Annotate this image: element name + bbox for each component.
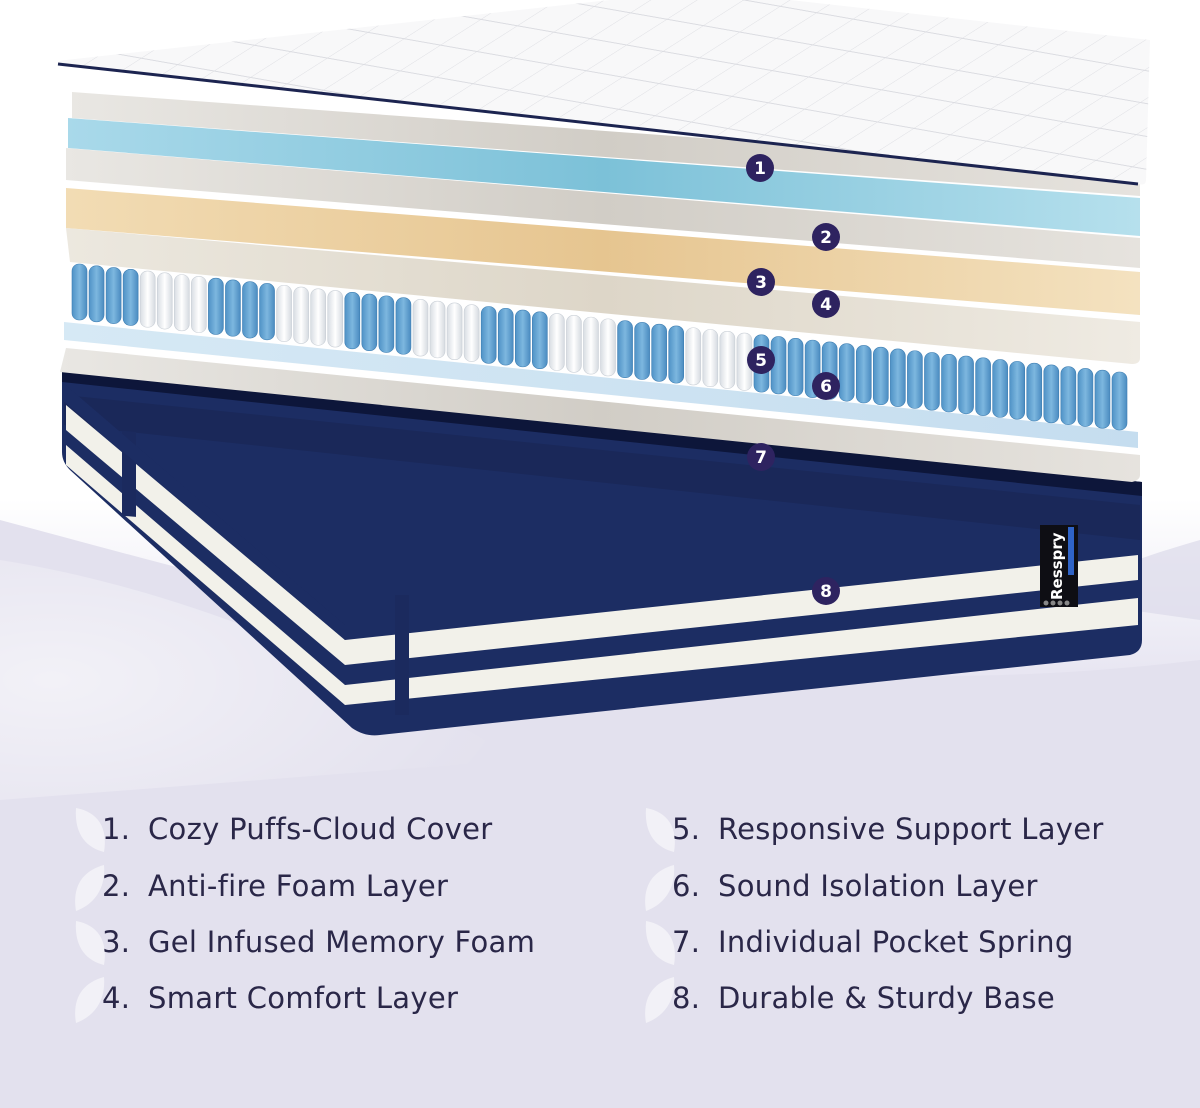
- legend-item-8: 8. Durable & Sturdy Base: [645, 977, 1056, 1023]
- legend-item-7: 7. Individual Pocket Spring: [645, 921, 1074, 965]
- layer-number-badges: 1 2 3 4 5 6 7 8: [746, 154, 840, 605]
- layer-badge-3: 3: [747, 268, 775, 296]
- layer-badge-6: 6: [812, 372, 840, 400]
- leaf-icon: [75, 921, 105, 965]
- legend-number: 8.: [672, 981, 701, 1015]
- legend-number: 7.: [672, 925, 701, 959]
- legend-item-3: 3. Gel Infused Memory Foam: [75, 921, 536, 965]
- legend-label: Individual Pocket Spring: [718, 925, 1074, 959]
- legend-label: Anti-fire Foam Layer: [148, 869, 449, 903]
- layer-legend: 1. Cozy Puffs-Cloud Cover 2. Anti-fire F…: [0, 800, 1200, 1060]
- svg-text:5: 5: [755, 351, 767, 371]
- svg-text:3: 3: [755, 273, 767, 293]
- svg-text:8: 8: [820, 582, 832, 602]
- leaf-icon: [645, 865, 675, 911]
- leaf-icon: [75, 865, 105, 911]
- layer-3-gel-memory-foam: [68, 118, 1140, 236]
- layer-2-anti-fire-foam: [72, 92, 1140, 196]
- legend-label: Durable & Sturdy Base: [718, 981, 1056, 1015]
- svg-text:4: 4: [820, 295, 832, 315]
- layer-badge-8: 8: [812, 577, 840, 605]
- base-layer-8: [62, 368, 1142, 736]
- foam-above-base: [60, 348, 1140, 482]
- spring-base-plate: [64, 322, 1138, 448]
- legend-label: Gel Infused Memory Foam: [148, 925, 536, 959]
- legend-number: 1.: [102, 812, 131, 846]
- legend-number: 3.: [102, 925, 131, 959]
- leaf-icon: [645, 808, 675, 852]
- leaf-icon: [75, 808, 105, 852]
- leaf-icon: [75, 977, 105, 1023]
- legend-item-4: 4. Smart Comfort Layer: [75, 977, 459, 1023]
- legend-number: 6.: [672, 869, 701, 903]
- leaf-icon: [645, 921, 675, 965]
- layer-1-cloud-cover: [57, 0, 1150, 186]
- layer-badge-5: 5: [747, 346, 775, 374]
- legend-label: Cozy Puffs-Cloud Cover: [148, 812, 493, 846]
- svg-text:6: 6: [820, 377, 832, 397]
- legend-item-1: 1. Cozy Puffs-Cloud Cover: [75, 808, 493, 852]
- legend-number: 2.: [102, 869, 131, 903]
- layer-badge-1: 1: [746, 154, 774, 182]
- mattress-layers-illustration: Resspry 1 2 3 4 5 6 7 8: [57, 0, 1150, 736]
- layer-badge-4: 4: [812, 290, 840, 318]
- legend-label: Responsive Support Layer: [718, 812, 1104, 846]
- layer-badge-7: 7: [747, 443, 775, 471]
- layer-4-smart-comfort: [66, 148, 1140, 268]
- legend-number: 5.: [672, 812, 701, 846]
- layer-5-responsive-support: [66, 188, 1140, 315]
- leaf-icon: [645, 977, 675, 1023]
- brand-tag: Resspry: [1040, 525, 1078, 607]
- legend-item-2: 2. Anti-fire Foam Layer: [75, 865, 449, 911]
- legend-number: 4.: [102, 981, 131, 1015]
- legend-item-6: 6. Sound Isolation Layer: [645, 865, 1038, 911]
- pocket-springs-layer-7: [71, 263, 1128, 431]
- legend-label: Smart Comfort Layer: [148, 981, 459, 1015]
- brand-name: Resspry: [1048, 532, 1066, 600]
- legend-label: Sound Isolation Layer: [718, 869, 1038, 903]
- svg-text:2: 2: [820, 228, 832, 248]
- layer-6-sound-isolation: [66, 228, 1140, 364]
- layer-badge-2: 2: [812, 223, 840, 251]
- legend-item-5: 5. Responsive Support Layer: [645, 808, 1104, 852]
- svg-text:1: 1: [754, 159, 766, 179]
- svg-text:7: 7: [755, 448, 767, 468]
